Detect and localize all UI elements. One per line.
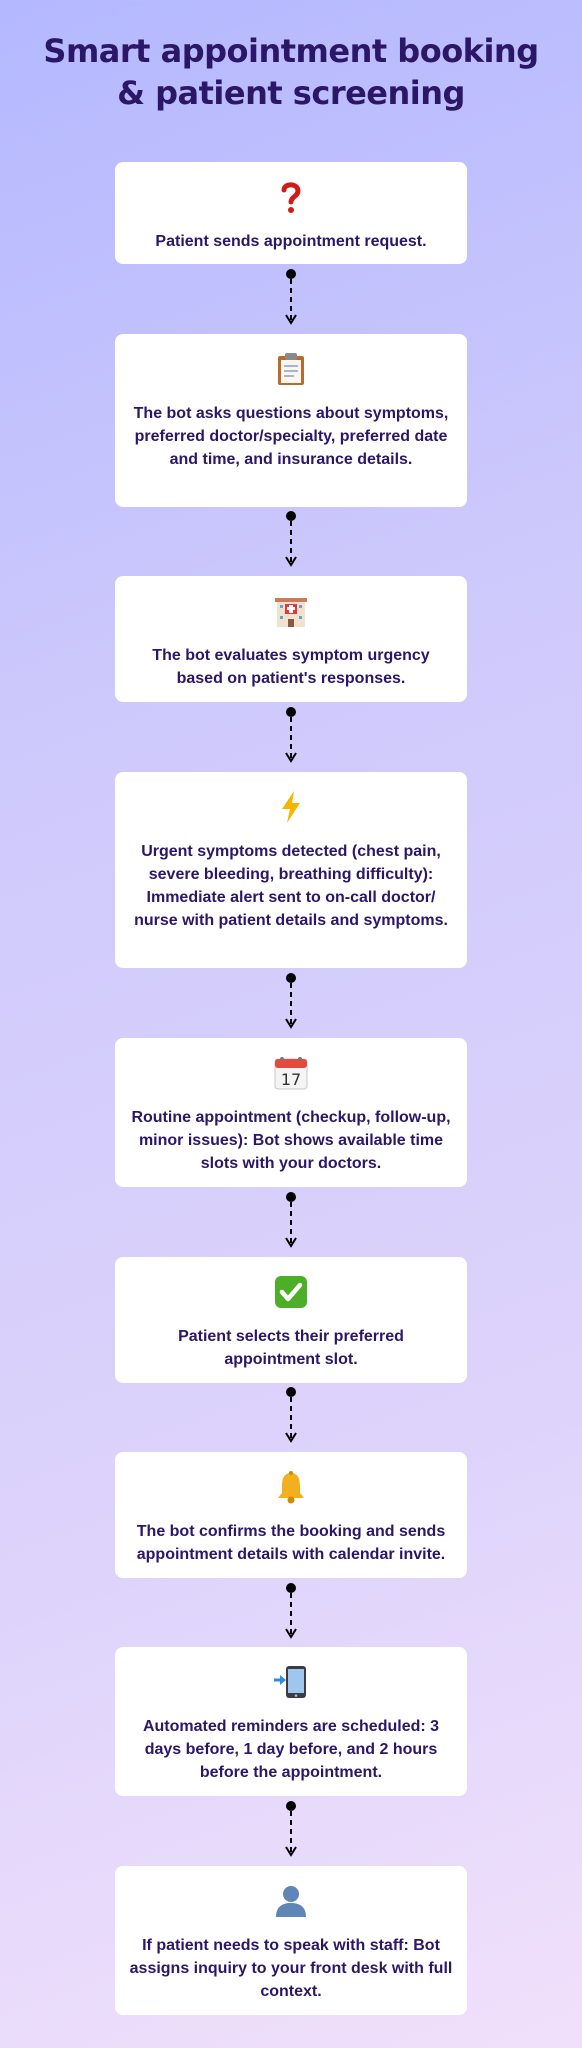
check-mark-icon [129, 1275, 453, 1311]
step-text-7: The bot confirms the booking and sends a… [136, 1523, 446, 1563]
step-card-8: Automated reminders are scheduled: 3 day… [115, 1647, 467, 1796]
step-card-9: If patient needs to speak with staff: Bo… [115, 1866, 467, 2015]
step-card-6: Patient selects their preferred appointm… [115, 1257, 467, 1383]
step-text-1: Patient sends appointment request. [155, 233, 427, 250]
title-line-2: & patient screening [117, 74, 465, 112]
step-text-4: Urgent symptoms detected (chest pain, se… [134, 843, 448, 929]
step-text-8: Automated reminders are scheduled: 3 day… [142, 1718, 440, 1781]
connector-arrow-8 [281, 1800, 301, 1860]
calendar-icon: 17 [129, 1056, 453, 1092]
connector-arrow-7 [281, 1582, 301, 1642]
step-card-5: 17 Routine appointment (checkup, follow-… [115, 1038, 467, 1187]
connector-arrow-5 [281, 1191, 301, 1251]
step-text-3: The bot evaluates symptom urgency based … [152, 647, 430, 687]
calendar-day: 17 [281, 1070, 301, 1089]
connector-arrow-4 [281, 972, 301, 1032]
bell-icon [129, 1470, 453, 1506]
step-card-4: Urgent symptoms detected (chest pain, se… [115, 772, 467, 968]
step-card-1: Patient sends appointment request. [115, 162, 467, 264]
hospital-icon [129, 594, 453, 630]
step-card-7: The bot confirms the booking and sends a… [115, 1452, 467, 1578]
step-text-2: The bot asks questions about symptoms, p… [133, 405, 449, 468]
step-card-3: The bot evaluates symptom urgency based … [115, 576, 467, 702]
connector-arrow-2 [281, 510, 301, 570]
clipboard-icon [129, 352, 453, 388]
lightning-icon [129, 790, 453, 826]
question-mark-icon [129, 180, 453, 216]
step-text-9: If patient needs to speak with staff: Bo… [129, 1937, 453, 2000]
page-title: Smart appointment booking & patient scre… [0, 30, 582, 114]
person-icon [129, 1884, 453, 1920]
step-card-2: The bot asks questions about symptoms, p… [115, 334, 467, 507]
mobile-phone-icon [129, 1665, 453, 1701]
connector-arrow-1 [281, 268, 301, 328]
step-text-6: Patient selects their preferred appointm… [178, 1328, 404, 1368]
connector-arrow-3 [281, 706, 301, 766]
connector-arrow-6 [281, 1386, 301, 1446]
step-text-5: Routine appointment (checkup, follow-up,… [131, 1109, 451, 1172]
title-line-1: Smart appointment booking [43, 32, 539, 70]
